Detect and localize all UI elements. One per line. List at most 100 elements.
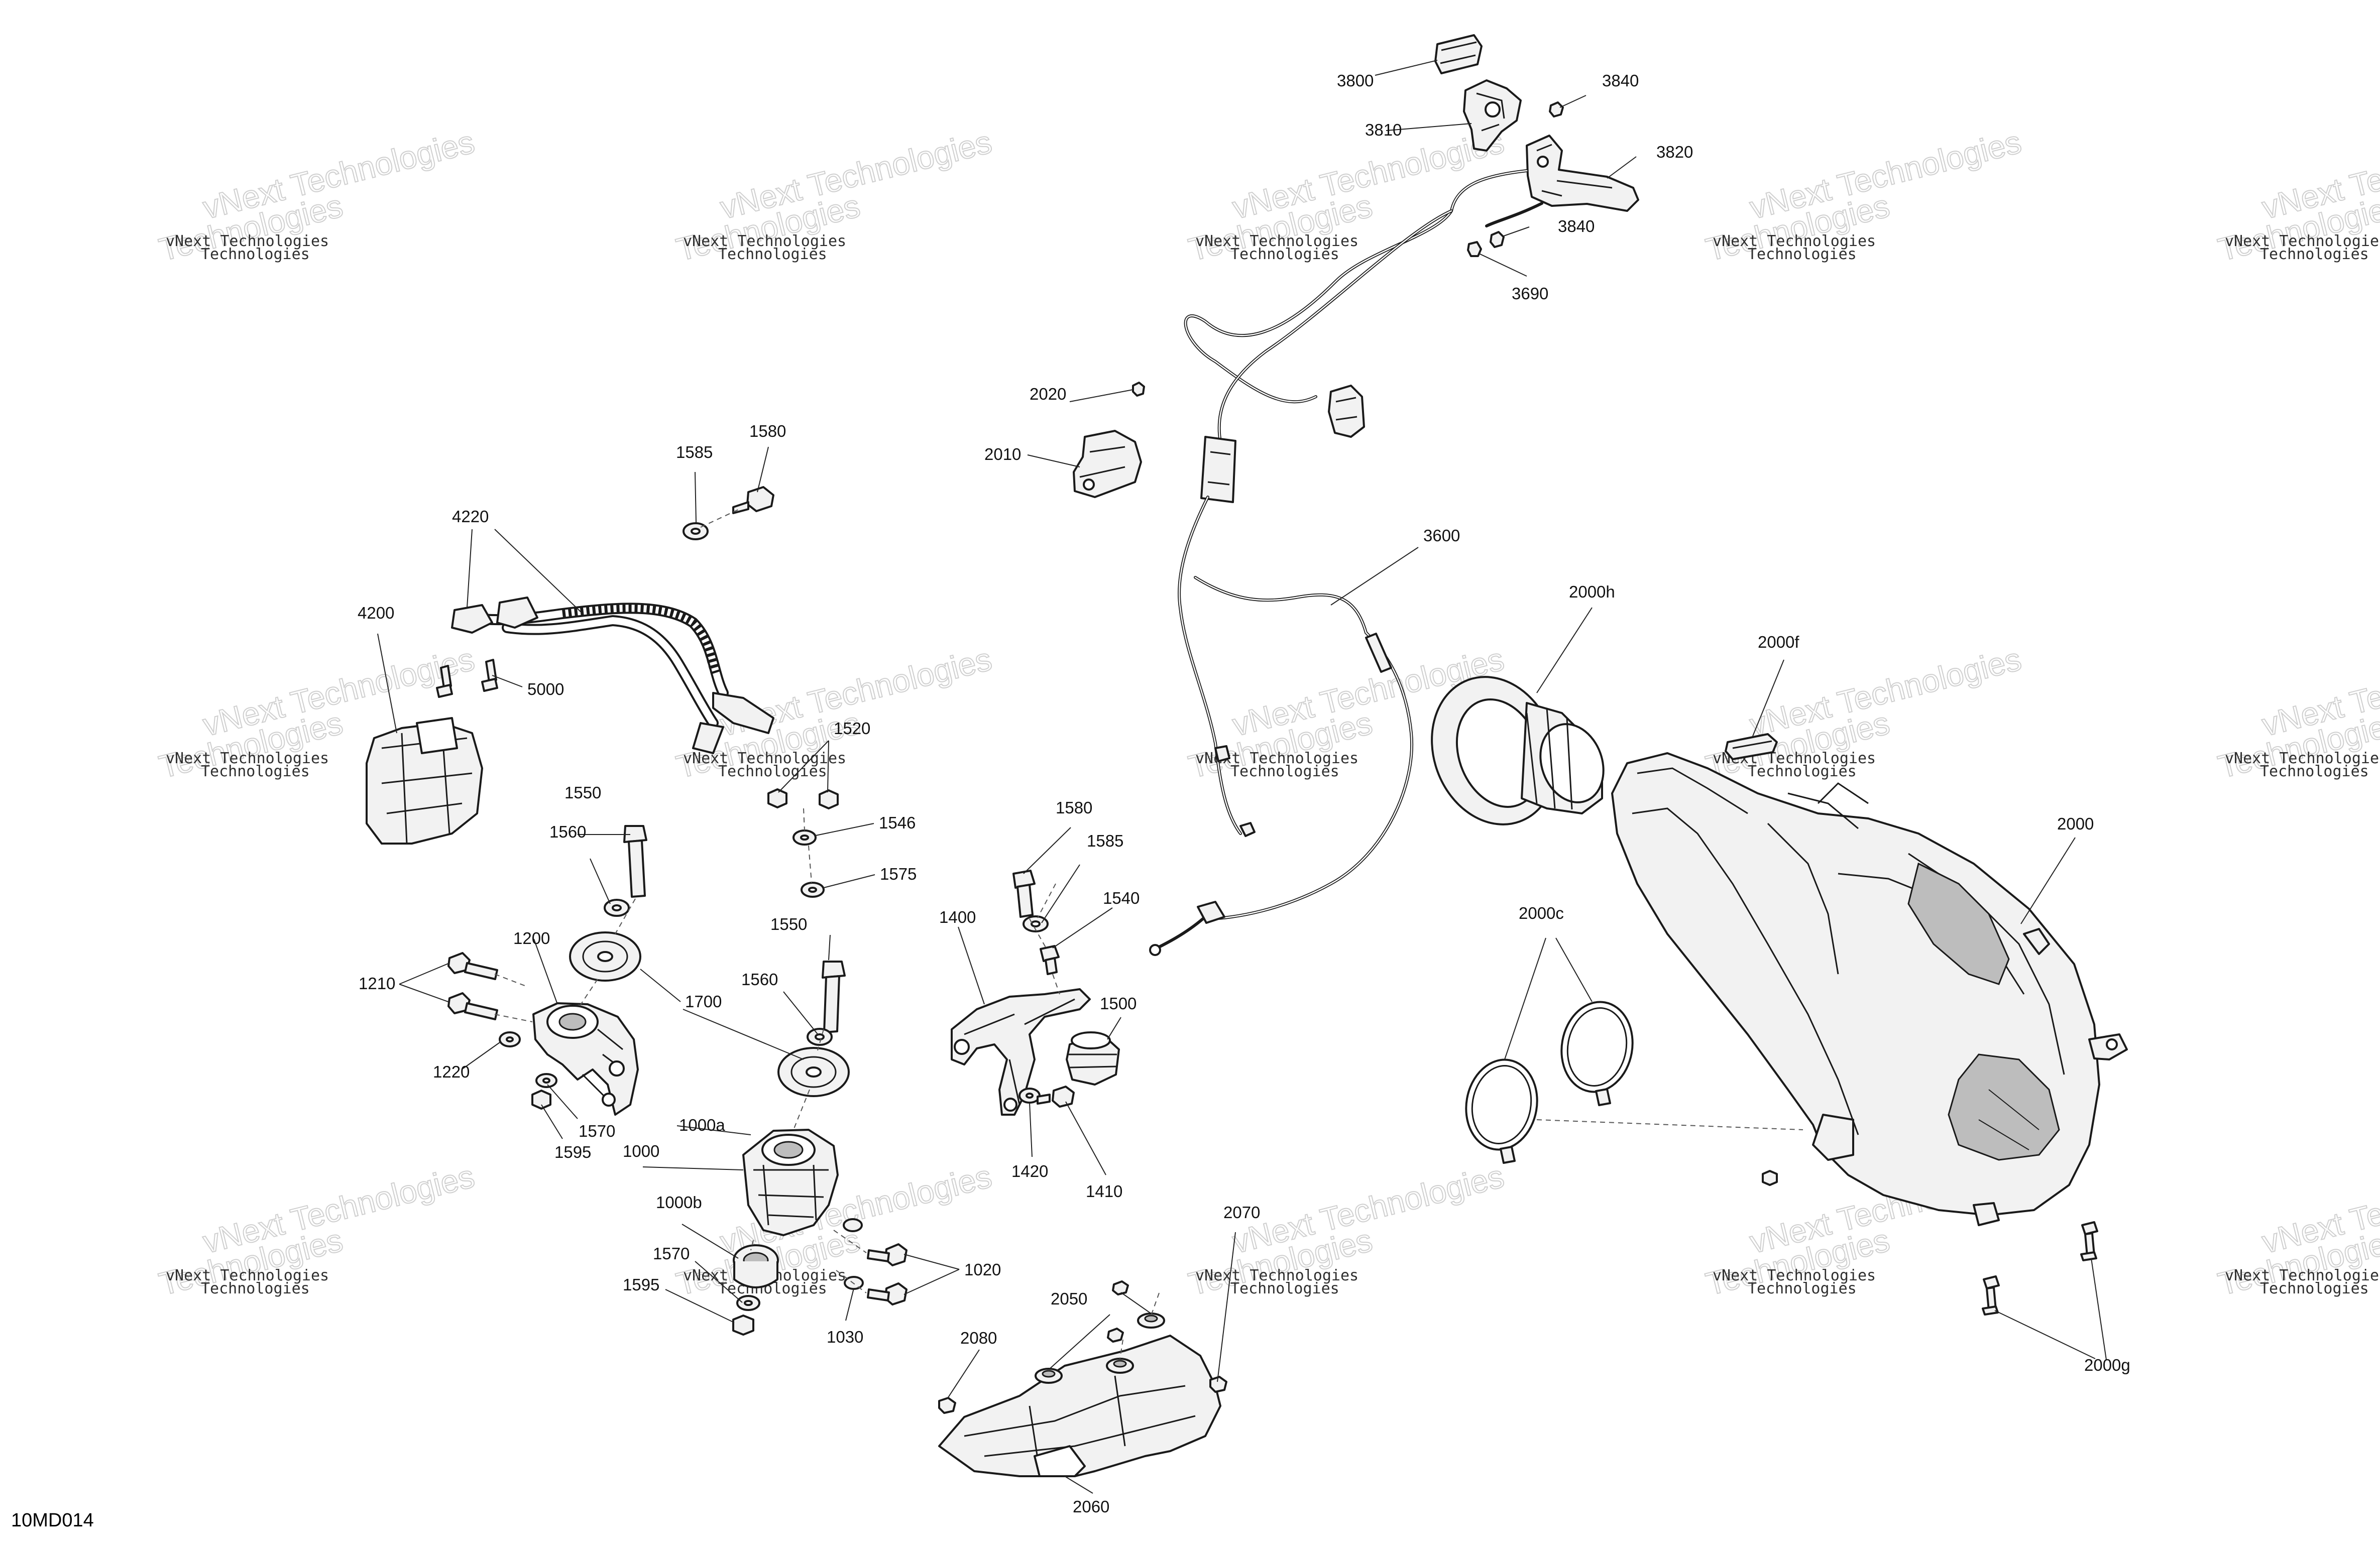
part-1410-bolt xyxy=(1037,1086,1075,1108)
watermark-text: vNext Technologies xyxy=(683,232,846,250)
callout-1580: 1580 xyxy=(1056,798,1092,817)
watermark-text: vNext Technologies xyxy=(166,750,329,767)
callout-2050: 2050 xyxy=(1051,1289,1087,1308)
callout-3600: 3600 xyxy=(1423,526,1460,545)
part-2000h-intake-boot xyxy=(1431,676,1605,825)
callout-1570: 1570 xyxy=(579,1122,615,1140)
part-1020-bolt-upper xyxy=(867,1243,908,1266)
callout-4200: 4200 xyxy=(358,604,394,622)
callout-1595: 1595 xyxy=(623,1275,659,1294)
part-2000c-clamp-left xyxy=(1465,1058,1538,1164)
callout-1560: 1560 xyxy=(549,822,586,841)
watermark-text: Technologies xyxy=(718,763,827,780)
drawing-id: 10MD014 xyxy=(11,1510,94,1531)
part-3600-cable-harness xyxy=(1149,169,1543,956)
callout-1546: 1546 xyxy=(879,813,916,832)
part-2050-grommet-left xyxy=(1035,1368,1063,1384)
part-2000-airbox xyxy=(1611,752,2128,1226)
watermark-text: Technologies xyxy=(2260,246,2369,263)
part-1020-bolt-lower xyxy=(867,1282,908,1305)
callout-5000: 5000 xyxy=(527,680,564,698)
part-1400-bracket xyxy=(951,988,1091,1116)
callout-2000f: 2000f xyxy=(1758,633,1799,651)
watermark-text: vNext Technologies xyxy=(2225,750,2380,767)
part-1700-mount-lower xyxy=(777,1047,850,1097)
watermark-text: vNext Technologies xyxy=(2225,1267,2380,1284)
callout-1585: 1585 xyxy=(1087,832,1123,850)
part-2070-screw xyxy=(1209,1376,1227,1393)
callout-1540: 1540 xyxy=(1103,889,1140,907)
part-1210-bolt-lower xyxy=(447,992,498,1020)
part-2050-screw-mid xyxy=(1107,1328,1124,1343)
watermark-text: Technologies xyxy=(1748,246,1857,263)
callout-1420: 1420 xyxy=(1011,1162,1048,1180)
part-2000g-fastener-lower xyxy=(1982,1275,2000,1316)
part-1210-bolt-upper xyxy=(447,952,498,980)
callout-1400: 1400 xyxy=(939,908,976,926)
part-1700-mount-upper xyxy=(569,931,641,982)
part-3820-lever xyxy=(1526,135,1639,212)
callout-1020: 1020 xyxy=(964,1260,1001,1279)
callout-1595: 1595 xyxy=(554,1143,591,1161)
part-1000b-rubber-insert xyxy=(733,1244,779,1288)
callout-1000a: 1000a xyxy=(679,1116,725,1134)
part-1580-bolt-lower xyxy=(1012,870,1036,918)
part-1420-washer xyxy=(1018,1088,1041,1104)
callout-4220: 4220 xyxy=(452,507,489,526)
assembly-centerlines xyxy=(494,509,1803,1359)
callout-1200: 1200 xyxy=(513,929,550,947)
callout-3810: 3810 xyxy=(1365,121,1402,139)
watermark-text: Technologies xyxy=(1748,1280,1857,1297)
watermark-text: vNext Technologies xyxy=(166,1267,329,1284)
part-1200-engine-mount xyxy=(532,1002,639,1116)
watermark-text: vNext Technologies xyxy=(1713,1267,1876,1284)
watermark-text: Technologies xyxy=(718,246,827,263)
part-1500-rubber-mount xyxy=(1066,1031,1120,1086)
part-1220-washer xyxy=(499,1031,521,1047)
callout-2000h: 2000h xyxy=(1569,582,1615,601)
callout-1000b: 1000b xyxy=(656,1193,702,1212)
callout-1030: 1030 xyxy=(827,1328,863,1346)
watermark-text: Technologies xyxy=(1748,763,1857,780)
callout-1000: 1000 xyxy=(623,1142,659,1160)
part-2000c-clamp-right xyxy=(1560,1001,1634,1106)
callout-1550: 1550 xyxy=(564,783,601,802)
part-1520-nut-right xyxy=(819,789,839,809)
part-1000a-rear-mount xyxy=(742,1129,839,1236)
callout-2070: 2070 xyxy=(1223,1203,1260,1222)
part-1575-washer xyxy=(801,882,825,898)
watermark-text: Technologies xyxy=(1230,763,1339,780)
part-1550-bolt-left xyxy=(623,825,647,898)
part-3840-screw-upper xyxy=(1549,101,1564,117)
callout-2060: 2060 xyxy=(1073,1497,1109,1516)
watermark-text: vNext Technologies xyxy=(1713,232,1876,250)
callout-2010: 2010 xyxy=(984,445,1021,463)
callout-3840: 3840 xyxy=(1558,217,1595,235)
part-3800-connector-cap xyxy=(1434,34,1483,74)
callout-2020: 2020 xyxy=(1030,385,1066,403)
callout-1220: 1220 xyxy=(433,1062,470,1081)
part-2000f-cap xyxy=(1725,733,1778,760)
part-2020-screw xyxy=(1132,382,1145,397)
part-1030-washer-upper xyxy=(843,1218,863,1232)
watermark-text: Technologies xyxy=(201,246,310,263)
callout-1410: 1410 xyxy=(1086,1182,1122,1201)
part-2000g-fastener-upper xyxy=(2080,1221,2098,1261)
part-1540-screw xyxy=(1040,945,1060,975)
callout-1500: 1500 xyxy=(1100,994,1137,1013)
part-airbox-nut xyxy=(1762,1170,1778,1186)
part-5000-spark-plug-right xyxy=(481,659,498,692)
callout-2080: 2080 xyxy=(960,1329,997,1347)
part-1580-bolt-upper xyxy=(732,486,774,514)
part-1595-nut-left xyxy=(531,1090,551,1110)
part-2050-grommet-mid xyxy=(1106,1358,1134,1374)
